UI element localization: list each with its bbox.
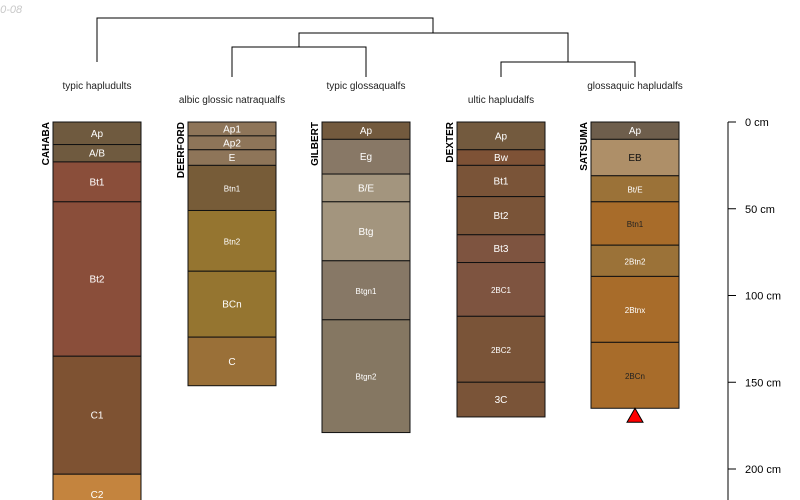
dendrogram-branch (96, 17, 434, 62)
horizon-label: 2BC2 (491, 346, 512, 355)
horizon-label: Ap (495, 131, 508, 142)
horizon-label: 3C (495, 395, 508, 406)
horizon-label: Ap (91, 129, 104, 140)
profile-name: SATSUMA (579, 122, 590, 171)
horizon-label: B/E (358, 183, 374, 194)
horizon[interactable] (590, 138, 680, 177)
horizon-label: Eg (360, 152, 372, 163)
horizon-label: Btg (358, 227, 373, 238)
horizon[interactable] (321, 319, 411, 434)
horizon[interactable] (590, 175, 680, 203)
horizon[interactable] (321, 260, 411, 321)
horizon[interactable] (590, 244, 680, 277)
date-stamp: 10-08 (0, 4, 23, 16)
horizon[interactable] (456, 381, 546, 418)
dendrogram-branch (298, 32, 569, 62)
horizon-label: Bt1 (493, 176, 508, 187)
axis-tick-label: 150 cm (745, 377, 781, 389)
horizon[interactable] (52, 473, 142, 500)
taxon-label: typic glossaqualfs (327, 81, 406, 92)
horizon-label: EB (628, 153, 642, 164)
horizon[interactable] (52, 355, 142, 475)
dendrogram-branch (500, 61, 636, 77)
horizon-label: C (228, 357, 235, 368)
horizon-label: C1 (91, 411, 104, 422)
horizon[interactable] (187, 209, 277, 272)
dendrogram (96, 17, 636, 77)
horizon[interactable] (187, 336, 277, 387)
horizon[interactable] (52, 201, 142, 357)
horizon[interactable] (590, 341, 680, 409)
profile-name: CAHABA (41, 122, 52, 165)
horizon[interactable] (456, 196, 546, 236)
horizon[interactable] (590, 201, 680, 246)
horizon-label: Btn2 (224, 237, 241, 246)
taxon-label: albic glossic natraqualfs (179, 95, 285, 106)
taxon-label: glossaquic hapludalfs (587, 81, 683, 92)
horizon-label: Bw (494, 153, 509, 164)
horizon-label: 2BC1 (491, 286, 512, 295)
taxon-label: typic hapludults (63, 81, 132, 92)
horizon-label: Bt/E (627, 185, 642, 194)
horizon[interactable] (456, 234, 546, 264)
horizon-label: 2Btnx (625, 306, 645, 315)
horizon[interactable] (321, 173, 411, 203)
horizon[interactable] (321, 201, 411, 262)
profile-name: DEXTER (445, 121, 456, 162)
red-triangle-marker (626, 407, 644, 423)
horizon-label: Ap (629, 126, 642, 137)
horizon-label: Ap1 (223, 124, 241, 135)
horizon-label: Bt1 (89, 177, 104, 188)
profile-name: DEERFORD (176, 122, 187, 178)
depth-axis: 0 cm 50 cm 100 cm 150 cm 200 cm (727, 117, 781, 500)
horizon-label: Btgn1 (356, 287, 377, 296)
horizon-label: 2Btn2 (625, 257, 646, 266)
horizon-label: Ap (360, 126, 373, 137)
axis-tick-label: 0 cm (745, 117, 769, 129)
horizon[interactable] (456, 315, 546, 383)
horizon-label: Bt2 (493, 211, 508, 222)
horizon-label: Bt3 (493, 244, 508, 255)
horizon[interactable] (187, 164, 277, 211)
horizon-label: E (229, 153, 236, 164)
horizon-label: 2BCn (625, 372, 645, 381)
axis-tick-label: 200 cm (745, 464, 781, 476)
horizon[interactable] (456, 262, 546, 317)
horizon-label: Ap2 (223, 138, 241, 149)
horizon[interactable] (590, 275, 680, 343)
horizon-label: Btn1 (224, 184, 241, 193)
taxon-label: ultic hapludalfs (468, 95, 534, 106)
horizon-label: Btn1 (627, 220, 644, 229)
dendrogram-branch (231, 46, 367, 77)
axis-tick-label: 50 cm (745, 204, 775, 216)
profile-name: GILBERT (310, 122, 321, 166)
horizon-label: Bt2 (89, 275, 104, 286)
horizon[interactable] (456, 164, 546, 198)
horizon-label: Btgn2 (356, 373, 377, 382)
horizon-label: C2 (91, 490, 104, 500)
horizon-label: A/B (89, 149, 105, 160)
axis-tick-label: 100 cm (745, 291, 781, 303)
horizon-label: BCn (222, 300, 241, 311)
